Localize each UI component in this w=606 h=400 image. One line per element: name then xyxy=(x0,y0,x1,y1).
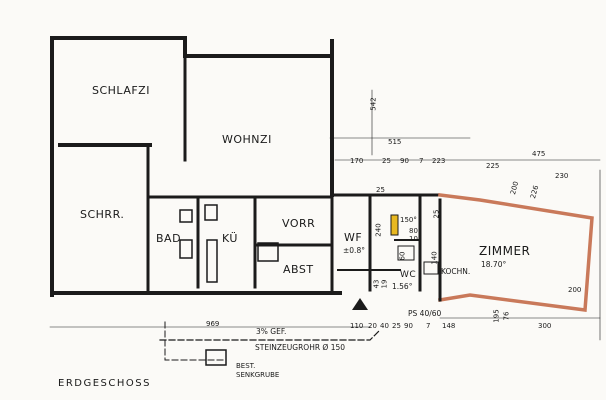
plan-title: ERDGESCHOSS xyxy=(58,378,151,389)
dim-label: 25 xyxy=(392,322,401,330)
bath-fixture xyxy=(179,209,193,223)
dim-label: 230 xyxy=(555,172,569,180)
dim-label: 25 xyxy=(376,186,385,194)
dim-label: 25 xyxy=(432,209,441,219)
room-label-kue: KÜ xyxy=(222,232,238,245)
dim-label: 110 xyxy=(350,322,364,330)
dim-label: 76 xyxy=(502,311,511,321)
room-label-vorr: VORR xyxy=(282,217,316,230)
wc-fixture xyxy=(397,245,415,261)
room-label-abst: ABST xyxy=(283,263,314,276)
dim-label: 40 xyxy=(380,322,389,330)
dim-label: 170 xyxy=(350,157,364,165)
dim-label: 200 xyxy=(568,286,582,294)
dim-label: 542 xyxy=(369,97,378,111)
room-label-wohnzi: WOHNZI xyxy=(222,133,272,146)
septic-note-2: SENKGRUBE xyxy=(236,371,280,379)
dim-label: 19 xyxy=(380,279,389,289)
dim-label: 90 xyxy=(400,157,409,165)
dim-label: 60 xyxy=(398,251,407,261)
drain-pipe xyxy=(159,329,381,341)
dim-label: 20 xyxy=(368,322,377,330)
dim-label: 25 xyxy=(382,157,391,165)
dim-label: 300 xyxy=(538,322,552,330)
dim-label: 515 xyxy=(388,138,402,146)
dim-label: 150° xyxy=(400,216,417,224)
zimmer-area: 18.70° xyxy=(481,260,507,269)
chimney xyxy=(390,214,399,236)
dim-label: 10 xyxy=(409,235,418,243)
room-label-schlafzi: SCHLAFZI xyxy=(92,84,150,97)
bath-fixture xyxy=(179,239,193,259)
dim-label: 90 xyxy=(404,322,413,330)
dim-label: 475 xyxy=(532,150,546,158)
dim-label: 140 xyxy=(430,251,439,265)
dim-label: 7 xyxy=(419,157,424,165)
dim-label: 148 xyxy=(442,322,456,330)
room-label-bad: BAD xyxy=(156,232,182,245)
room-label-zimmer: ZIMMER xyxy=(479,244,531,258)
ps-note: PS 40/60 xyxy=(408,309,442,318)
abst-fixture xyxy=(257,242,279,262)
extension-wall xyxy=(437,193,594,312)
pipe-note: STEINZEUGROHR Ø 150 xyxy=(255,343,346,352)
entrance-arrow xyxy=(352,298,368,310)
dim-label: 80 xyxy=(409,227,418,235)
dim-label: 240 xyxy=(374,223,383,237)
outer-wall xyxy=(50,36,334,58)
kitchen-fixture xyxy=(206,239,218,283)
wf-level: ±0.8° xyxy=(343,246,365,255)
kitchen-fixture xyxy=(204,204,218,221)
septic-note-1: BEST. xyxy=(236,362,256,370)
dim-label: 223 xyxy=(432,157,446,165)
wc-dimension: 1.56° xyxy=(392,282,413,291)
septic-tank xyxy=(205,349,227,366)
dim-label: 43 xyxy=(372,279,381,289)
room-label-wf: WF xyxy=(344,231,363,244)
room-label-wc: WC xyxy=(400,270,417,280)
slope-note: 3% GEF. xyxy=(256,327,287,336)
kitchen-unit xyxy=(423,261,439,275)
room-label-schrr: SCHRR. xyxy=(80,208,125,221)
drain-pipe xyxy=(164,321,226,361)
kochn-label: KOCHN. xyxy=(441,267,471,276)
dim-label: 969 xyxy=(206,320,220,328)
dim-label: 7 xyxy=(426,322,431,330)
dim-label: 225 xyxy=(486,162,500,170)
dim-label: 195 xyxy=(492,309,501,323)
